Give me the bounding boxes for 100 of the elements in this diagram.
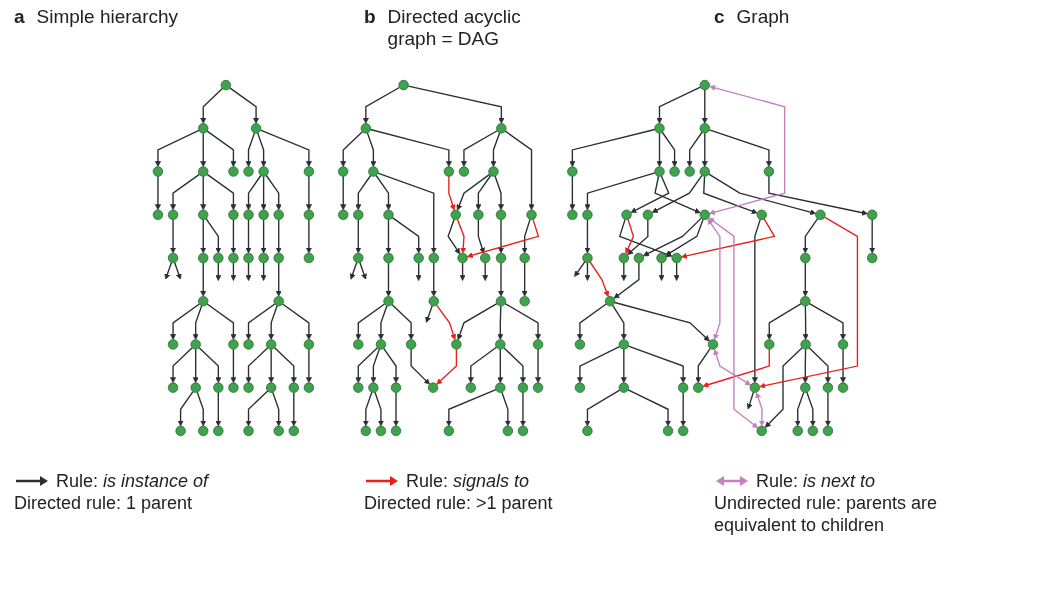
arrow [627, 345, 687, 384]
node-circle [228, 382, 239, 393]
panel-letter: c [714, 6, 725, 28]
node-circle [353, 339, 364, 350]
node-circle [303, 209, 315, 220]
node-circle [273, 425, 284, 437]
arrow [265, 174, 282, 211]
node-circle [656, 252, 667, 264]
arrow [576, 345, 621, 384]
arrow [170, 347, 193, 384]
node-circle [190, 339, 201, 350]
node-circle [228, 209, 239, 220]
node-circle [175, 425, 186, 437]
arrow [200, 175, 207, 211]
arrow [656, 132, 663, 167]
node-circle [800, 339, 811, 350]
arrow [375, 174, 392, 211]
arrow [374, 391, 384, 427]
arrow [200, 262, 207, 297]
panel-title: Simple hierarchy [36, 6, 180, 28]
node-circle [258, 209, 269, 220]
arrow [498, 218, 504, 254]
node-circle [353, 209, 364, 220]
arrow [768, 175, 868, 216]
arrow [709, 84, 786, 215]
node-circle [495, 382, 506, 393]
arrow [196, 391, 207, 427]
arrow [230, 348, 237, 384]
arrow [521, 218, 531, 254]
arrow [230, 218, 237, 254]
node-circle [763, 166, 775, 177]
arrow [658, 262, 665, 281]
node-circle [669, 166, 680, 177]
node-circle [837, 339, 849, 350]
node-circle [800, 252, 811, 264]
node-circle [822, 382, 834, 393]
node-circle [368, 382, 379, 393]
node-circle [228, 166, 239, 177]
arrow [447, 218, 461, 255]
arrow [521, 262, 528, 297]
node-circle [618, 339, 629, 350]
arrow [206, 303, 237, 340]
arrow [584, 172, 656, 211]
node-circle [152, 209, 164, 220]
arrow [385, 218, 392, 254]
node-circle [495, 296, 507, 307]
arrow [661, 131, 678, 167]
node-circle [360, 425, 371, 437]
arrow [245, 303, 276, 340]
arrow [466, 218, 540, 259]
node-circle [495, 339, 506, 350]
node-circle [458, 166, 470, 177]
arrow [436, 348, 458, 385]
arrow [576, 303, 607, 340]
arrow [273, 347, 297, 384]
node-circle [167, 382, 179, 393]
node-circle [368, 166, 379, 177]
node-circle [338, 166, 349, 177]
node-circle [517, 425, 529, 437]
node-circle [303, 252, 315, 264]
node-circle [502, 425, 513, 437]
node-circle [167, 209, 179, 220]
arrow [681, 218, 776, 259]
arrow [200, 87, 224, 124]
node-circle [574, 382, 586, 393]
arrow [391, 303, 415, 340]
node-circle [792, 425, 803, 437]
arrow [627, 389, 672, 427]
node-circle [258, 252, 269, 264]
arrow [445, 388, 497, 427]
arrow [613, 262, 640, 299]
node-circle [495, 209, 507, 220]
node-circle [662, 425, 674, 437]
arrow [490, 132, 501, 167]
arrow [584, 262, 591, 281]
arrow [272, 391, 282, 427]
arrow [766, 303, 802, 340]
node-circle [273, 252, 284, 264]
node-circle [800, 382, 811, 393]
node-circle [383, 209, 394, 220]
arrow [808, 347, 831, 384]
node-circle [198, 252, 209, 264]
arrow [504, 302, 542, 340]
arrow [802, 348, 809, 384]
arrow [764, 347, 803, 428]
arrow [369, 128, 452, 167]
rule-description: Undirected rule: parents are equivalent to children [714, 492, 939, 536]
node-circle [398, 79, 409, 91]
node-circle [582, 425, 593, 437]
arrow [751, 218, 761, 384]
arrow [477, 218, 485, 254]
arrow [708, 217, 759, 429]
node-circle [756, 209, 767, 220]
arrow [245, 262, 252, 281]
node-circle [532, 339, 544, 350]
arrow [794, 391, 805, 427]
node-circle [427, 382, 439, 393]
node-circle [243, 209, 254, 220]
arrow [569, 175, 576, 211]
node-circle [375, 339, 387, 350]
